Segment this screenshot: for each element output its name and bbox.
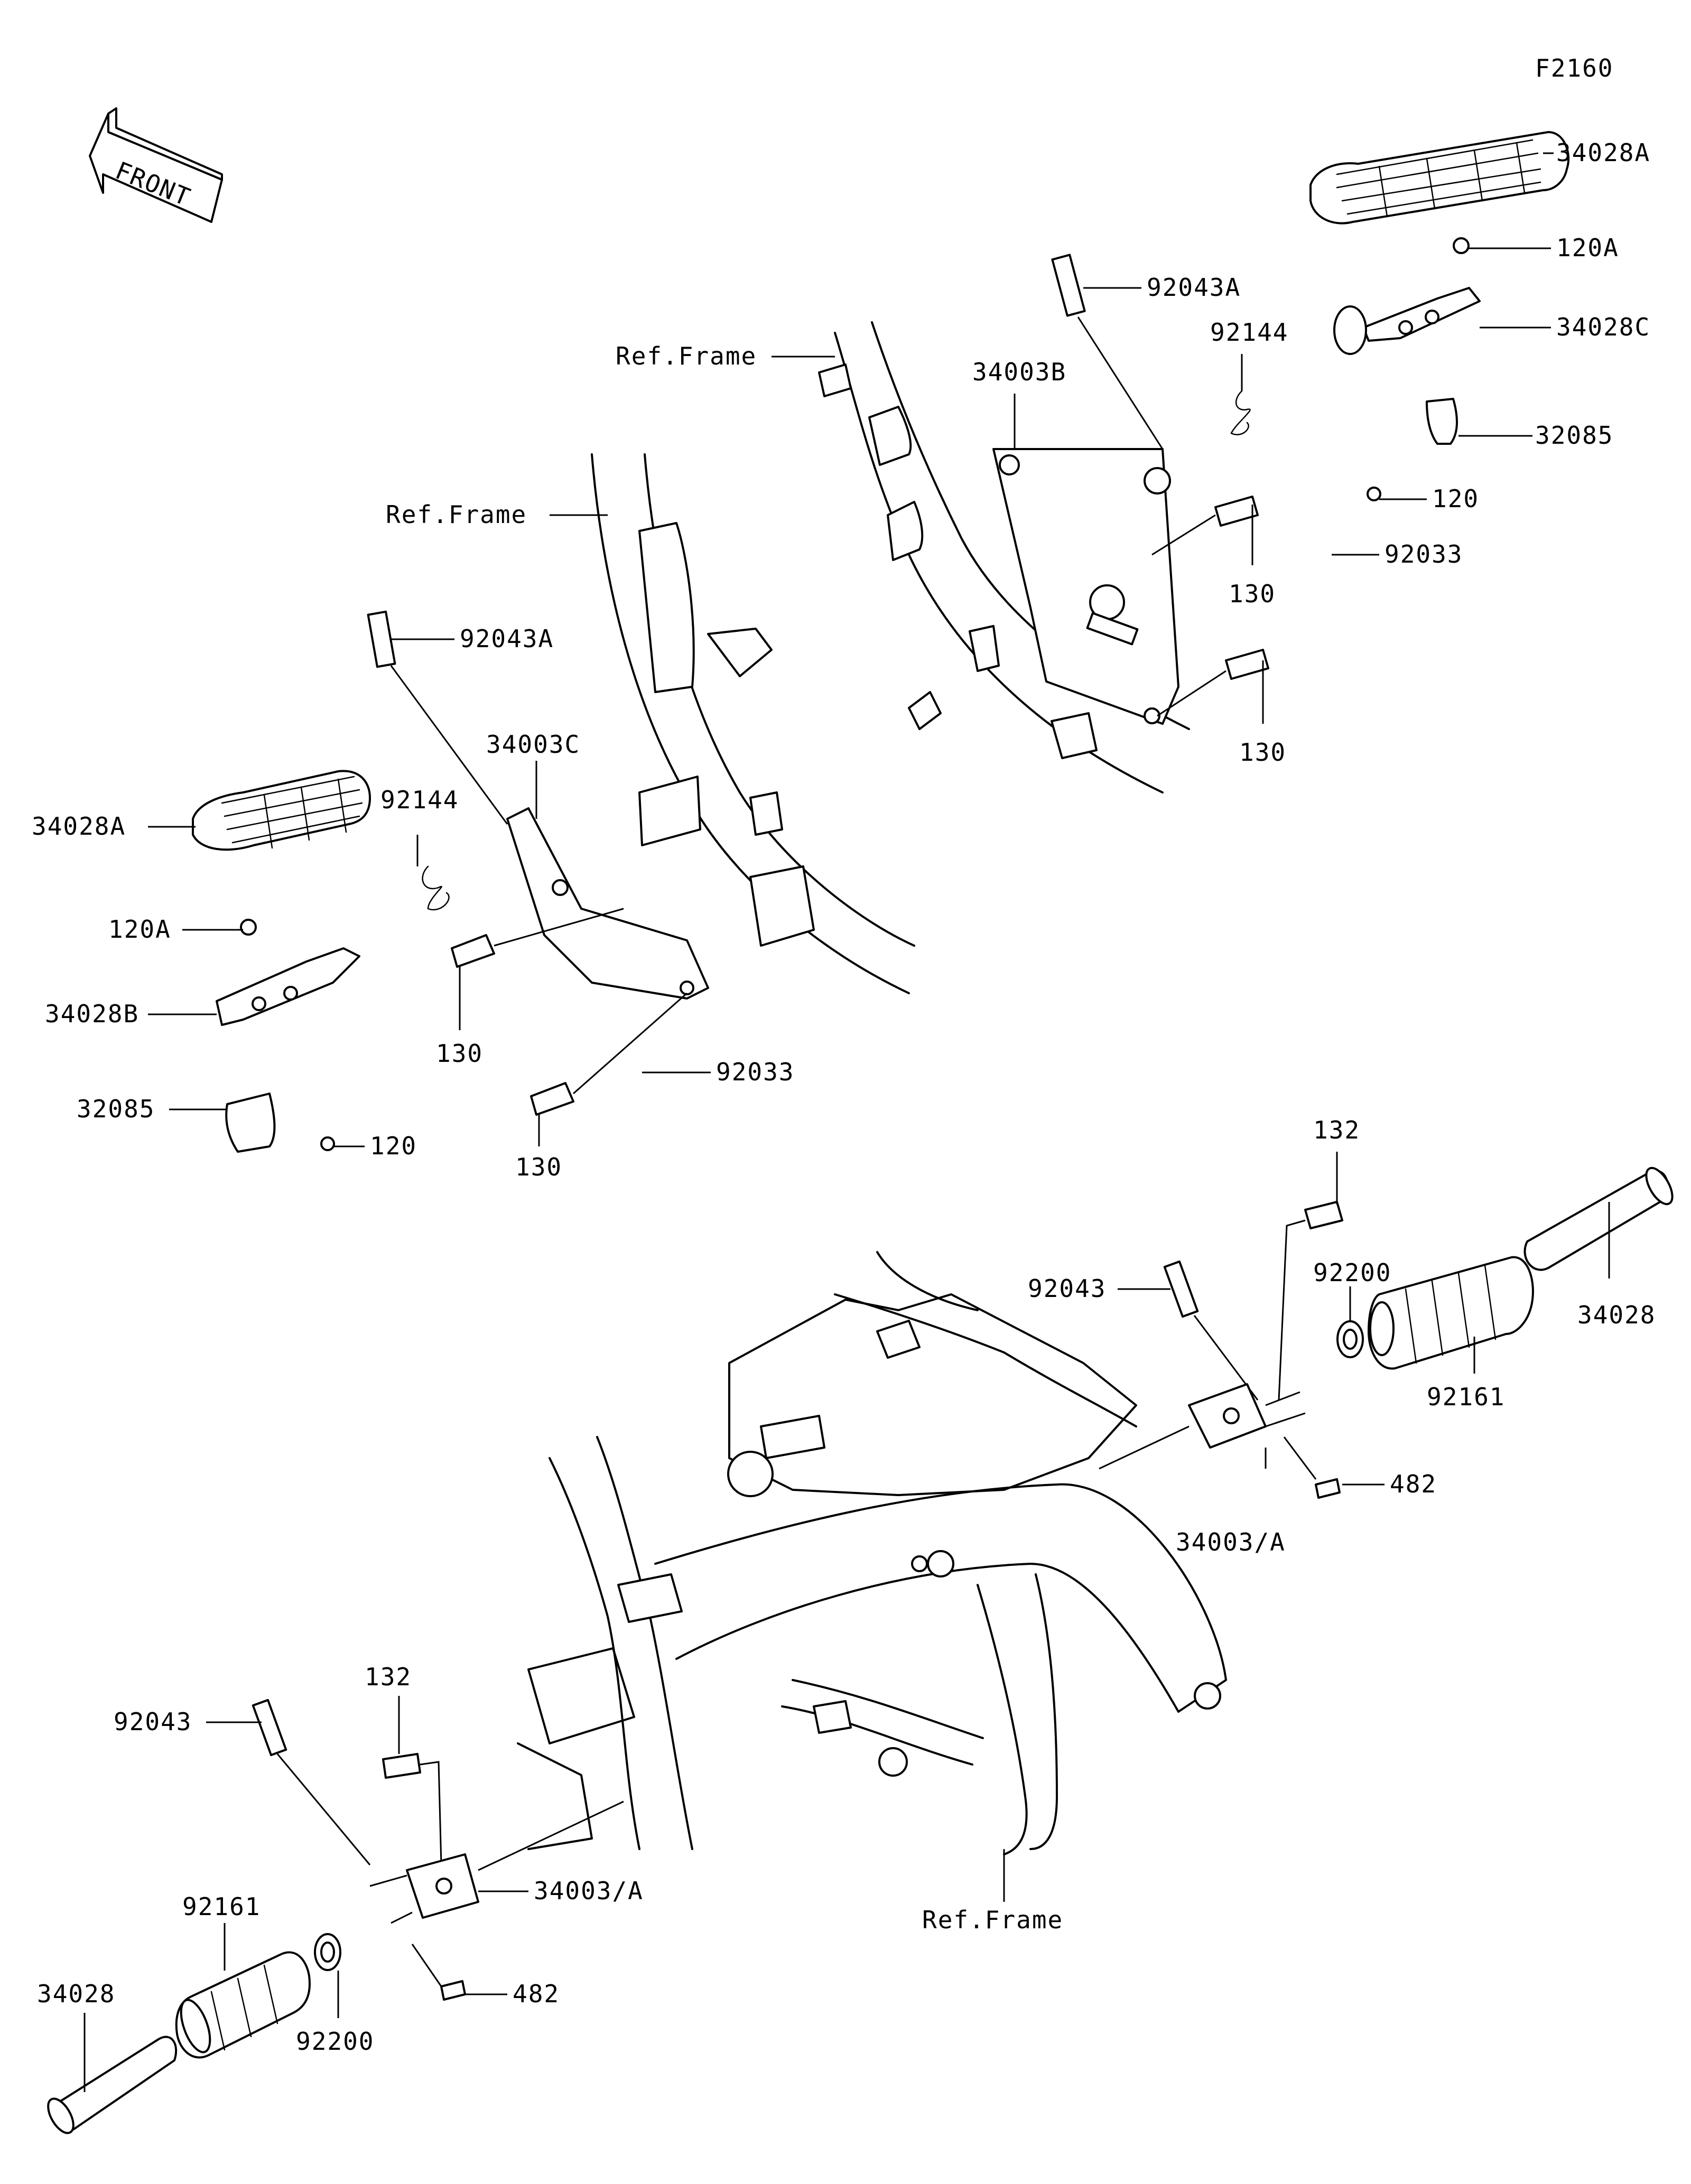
left-pin-92043 (252, 1698, 371, 1865)
label-34028A-left: 34028A (32, 812, 126, 841)
label-34028-left: 34028 (37, 1980, 115, 2008)
left-footpeg-assembly (192, 770, 371, 1153)
label-130-left-b: 130 (515, 1153, 562, 1181)
left-bolt-130-a (451, 908, 624, 968)
left-peg-34028 (47, 2036, 178, 2134)
label-482-left: 482 (513, 1980, 560, 2008)
right-washer-92200 (1336, 1320, 1364, 1358)
upper-right-frame-section (818, 321, 1190, 794)
label-132-right: 132 (1313, 1116, 1360, 1144)
left-bolt-130-b (530, 992, 687, 1116)
label-92043-left: 92043 (114, 1707, 192, 1736)
label-92200-right: 92200 (1313, 1258, 1391, 1287)
right-rubber-92161 (1368, 1256, 1534, 1370)
label-120-left: 120 (370, 1132, 417, 1160)
upper-left-frame-section (506, 453, 915, 1000)
label-92161-left: 92161 (182, 1892, 261, 1921)
left-peg-bracket-34003A (369, 1800, 624, 1924)
label-92043-right: 92043 (1028, 1274, 1106, 1303)
right-bolt-130-b (1157, 649, 1269, 717)
right-pin-92043A (1051, 254, 1164, 450)
label-130-left-a: 130 (436, 1039, 483, 1068)
right-nut-482 (1283, 1436, 1341, 1499)
label-34003B: 34003B (972, 358, 1066, 386)
right-footpeg-assembly (1309, 131, 1570, 501)
label-120A-left: 120A (108, 915, 171, 944)
lower-frame-section (517, 1251, 1227, 1855)
label-92033-right: 92033 (1385, 540, 1463, 568)
left-washer-92200 (314, 1933, 341, 1971)
label-34028C: 34028C (1556, 313, 1650, 341)
label-482-right: 482 (1390, 1470, 1437, 1498)
right-spring-92144 (1230, 390, 1251, 435)
label-34003A-right: 34003/A (1176, 1528, 1286, 1556)
right-bolt-132 (1278, 1201, 1343, 1401)
right-pin-92043 (1163, 1260, 1259, 1401)
right-peg-34028 (1523, 1166, 1674, 1271)
right-bolt-130-a (1151, 496, 1259, 556)
label-92033-left: 92033 (716, 1058, 794, 1086)
label-34003C: 34003C (486, 730, 580, 759)
label-130-right-a: 130 (1229, 580, 1276, 608)
label-ref-frame-top-left: Ref.Frame (386, 500, 527, 529)
label-ref-frame-top-right: Ref.Frame (616, 342, 757, 370)
figure-code: F2160 (1535, 54, 1613, 82)
left-spring-92144 (422, 865, 450, 911)
front-direction-arrow-icon: FRONT (89, 107, 223, 223)
label-92200-left: 92200 (296, 2027, 374, 2056)
label-130-right-b: 130 (1239, 738, 1286, 767)
label-32085-left: 32085 (77, 1095, 155, 1123)
label-ref-frame-bottom: Ref.Frame (922, 1906, 1063, 1934)
label-92161-right: 92161 (1427, 1383, 1505, 1411)
label-92043A-right: 92043A (1147, 273, 1241, 302)
label-92144-left: 92144 (380, 786, 459, 814)
label-92144-right: 92144 (1210, 318, 1288, 347)
label-34003A-left: 34003/A (534, 1877, 644, 1905)
part-labels: 34028A 120A 34028C 32085 120 92043A 9214… (32, 138, 1656, 2056)
leader-lines (83, 152, 1610, 2092)
label-32085-right: 32085 (1535, 421, 1613, 450)
right-peg-bracket-34003A (1099, 1383, 1306, 1470)
label-34028A-right: 34028A (1556, 138, 1650, 167)
label-34028-right: 34028 (1577, 1301, 1656, 1329)
left-rubber-92161 (175, 1951, 311, 2059)
label-120A-right: 120A (1556, 234, 1619, 262)
label-132-left: 132 (365, 1663, 412, 1691)
left-nut-482 (411, 1944, 466, 2001)
label-92043A-left: 92043A (460, 624, 554, 653)
left-bolt-132 (382, 1753, 442, 1865)
left-pin-92043A (367, 610, 508, 825)
label-34028B: 34028B (45, 1000, 139, 1028)
label-120-right: 120 (1432, 484, 1479, 513)
